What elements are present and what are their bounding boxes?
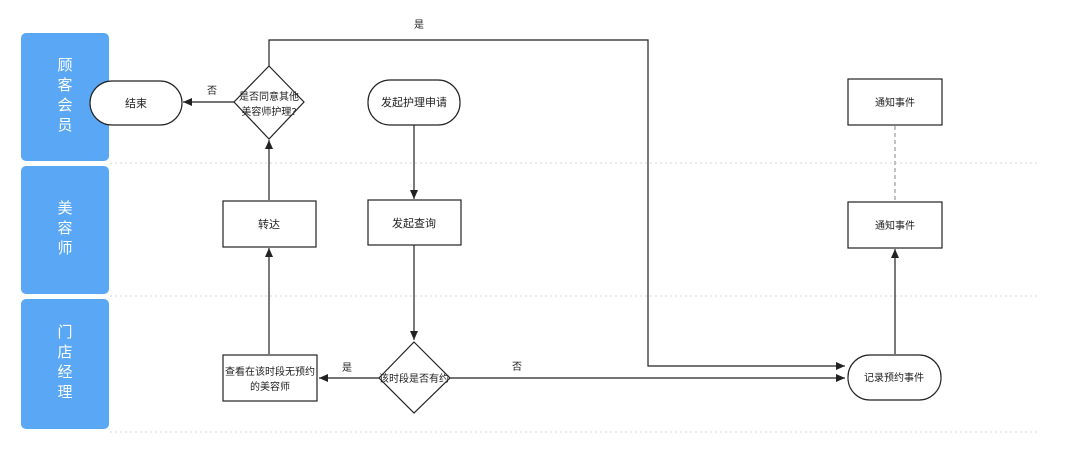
node-check-decision: [378, 341, 451, 414]
node-view-label-line1: 查看在该时段无预约: [225, 365, 315, 378]
node-forward: [222, 200, 317, 248]
edge-label-check-yes: 是: [342, 362, 352, 374]
node-record-label: 记录预约事件: [864, 371, 924, 384]
node-check-label: 该时段是否有约: [379, 372, 449, 385]
node-forward-label: 转达: [258, 217, 280, 231]
node-end-label: 结束: [125, 97, 147, 110]
node-record: [847, 354, 942, 401]
lane-beautician-label: 美容师: [21, 166, 109, 294]
node-start-request: [367, 79, 461, 126]
edge-label-agree-yes: 是: [414, 19, 424, 31]
node-notify-mid: [847, 201, 943, 249]
node-notify-top: [847, 78, 943, 126]
edge-label-check-no: 否: [512, 361, 522, 373]
edge-agree-to-record: [268, 39, 845, 370]
node-query-label: 发起查询: [392, 216, 436, 230]
node-view-label-line2: 的美容师: [250, 380, 290, 393]
lane-manager-label: 门店经理: [21, 299, 109, 429]
node-agree-label-line2: 美容师护理?: [241, 105, 296, 118]
node-end: [89, 80, 183, 126]
node-query: [367, 199, 462, 246]
node-notify-mid-label: 通知事件: [875, 219, 915, 232]
node-notify-top-label: 通知事件: [875, 96, 915, 109]
node-agree-decision: [233, 65, 305, 140]
edge-label-agree-no: 否: [207, 85, 217, 97]
node-view: [222, 354, 318, 402]
node-agree-label-line1: 是否同意其他: [239, 90, 299, 103]
node-start-request-label: 发起护理申请: [381, 95, 447, 109]
